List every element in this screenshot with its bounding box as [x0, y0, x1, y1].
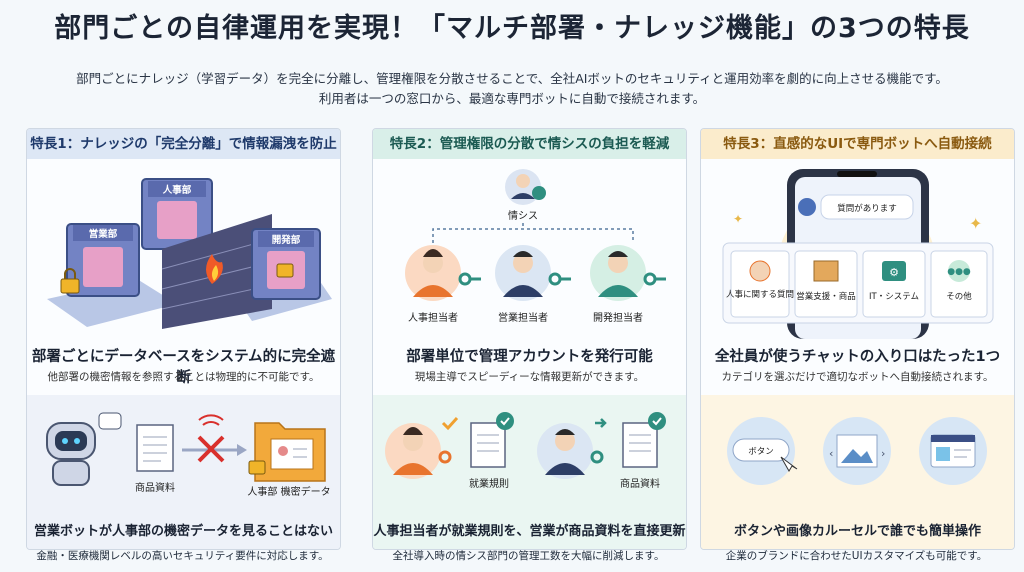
- feature-panel-3: 特長3：直感的なUIで専門ボットへ自動接続 質問があります ✦ ✦ 人事に関する…: [700, 128, 1015, 550]
- db-cube-sales: 営業部: [66, 223, 140, 297]
- feature-panel-1: 特長1：ナレッジの「完全分離」で情報漏洩を防止 営業部 人事部: [26, 128, 341, 550]
- panel-2-description: 現場主導でスピーディーな情報更新ができます。: [414, 371, 645, 383]
- chat-entry-illustration: 質問があります ✦ ✦ 人事に関する質問 営業支援・商品 ⚙ IT・システム ●…: [722, 169, 994, 339]
- it-admin-label: 情シス: [508, 209, 538, 222]
- panel-2-header: 特長2：管理権限の分散で情シスの負担を軽減: [373, 129, 686, 159]
- panel-3-title: 全社員が使うチャットの入り口はたった1つ: [714, 349, 1001, 365]
- panel-3-description: カテゴリを選ぶだけで適切なボットへ自動接続されます。: [721, 371, 994, 383]
- document-icon: [622, 412, 666, 468]
- image-carousel-icon: ‹ ›: [823, 417, 891, 485]
- org-connector-lines: [432, 223, 634, 243]
- panel-3-footer: 企業のブランドに合わせたUIカスタマイズも可能です。: [725, 550, 988, 562]
- category-label-sales: 営業支援・商品: [796, 291, 856, 302]
- category-label-hr: 人事に関する質問: [726, 289, 794, 300]
- hr-manager-avatar: [405, 245, 481, 301]
- doc1-label: 就業規則: [469, 477, 509, 490]
- panel-2-lower: 就業規則 商品資料 人事担当者が就業規則を、営業が商品資料を直接更新: [373, 395, 686, 549]
- category-card-sales[interactable]: 営業支援・商品: [794, 250, 858, 318]
- document-icon: [470, 412, 514, 468]
- gear-icon: ⚙: [889, 266, 899, 279]
- panel-1-title: 部署ごとにデータベースをシステム的に完全遮断: [31, 349, 336, 386]
- category-label-other: その他: [946, 291, 972, 302]
- panel-1-footer: 金融・医療機関レベルの高いセキュリティ要件に対応します。: [36, 550, 329, 562]
- platform-sales: [47, 279, 177, 327]
- admin-hierarchy-illustration: 情シス 人事担当者 営業担当者 開発担当者: [405, 169, 666, 324]
- panel-1-header: 特長1：ナレッジの「完全分離」で情報漏洩を防止: [27, 129, 340, 159]
- ui-elements-illustration: ボタン ‹ ›: [727, 417, 987, 485]
- dev-manager-label: 開発担当者: [593, 311, 643, 324]
- panel-1-lower-caption: 営業ボットが人事部の機密データを見ることはない: [33, 524, 333, 539]
- hr-manager-label: 人事担当者: [408, 311, 458, 324]
- sales-person-icon: [537, 418, 607, 479]
- chat-message: 質問があります: [837, 203, 897, 214]
- sparkle-icon: ✦: [733, 212, 743, 226]
- category-card-other[interactable]: ●●● その他: [930, 250, 988, 318]
- panel-3-lower-caption: ボタンや画像カルーセルで誰でも簡単操作: [733, 524, 981, 539]
- direct-update-illustration: 就業規則 商品資料: [385, 412, 666, 490]
- db-label-sales: 営業部: [89, 228, 118, 240]
- feature-panel-2: 特長2：管理権限の分散で情シスの負担を軽減 情シス 人事担当者 営業担当者: [372, 128, 687, 550]
- db-cube-dev: 開発部: [251, 228, 321, 300]
- category-label-it: IT・システム: [869, 292, 919, 302]
- it-admin-avatar: [505, 169, 546, 205]
- panel-2-footer: 全社導入時の情シス部門の管理工数を大幅に削減します。: [392, 550, 665, 562]
- db-label-dev: 開発部: [272, 234, 301, 246]
- category-card-it[interactable]: ⚙ IT・システム: [862, 250, 926, 318]
- subtitle-line-1: 部門ごとにナレッジ（学習データ）を完全に分離し、管理権限を分散させることで、全社…: [76, 71, 948, 86]
- panel-3-lower: ボタン ‹ › ボタンや画像カルーセルで誰でも簡単操作: [701, 395, 1014, 549]
- blocked-arrow-icon: [182, 414, 247, 463]
- db-label-hr: 人事部: [163, 184, 192, 196]
- button-sample-label: ボタン: [748, 447, 774, 457]
- more-icon: ●●●: [947, 267, 971, 277]
- blocked-access-illustration: 商品資料 人事部 機密データ: [46, 412, 331, 498]
- panel-3-header: 特長3：直感的なUIで専門ボットへ自動接続: [701, 129, 1014, 159]
- chevron-right-icon: ›: [881, 447, 885, 460]
- document-label: 商品資料: [135, 481, 175, 494]
- db-cube-hr: 人事部: [141, 178, 213, 250]
- chat-bubble: 質問があります: [798, 194, 914, 220]
- hr-person-icon: [385, 416, 459, 479]
- page-title: 部門ごとの自律運用を実現！「マルチ部署・ナレッジ機能」の3つの特長: [54, 13, 970, 44]
- panel-1-description: 他部署の機密情報を参照することは物理的に不可能です。: [47, 371, 320, 383]
- sales-manager-label: 営業担当者: [498, 311, 548, 324]
- key-icon: [643, 272, 666, 286]
- panel-2-title: 部署単位で管理アカウントを発行可能: [406, 349, 653, 365]
- dev-manager-avatar: [590, 245, 666, 301]
- robot-icon: [46, 412, 122, 486]
- key-icon: [548, 272, 571, 286]
- button-ui-icon: ボタン: [727, 417, 798, 485]
- panel-2-lower-caption: 人事担当者が就業規則を、営業が商品資料を直接更新: [373, 524, 686, 539]
- lock-icon: [60, 268, 80, 294]
- key-icon: [458, 272, 481, 286]
- folder-label: 人事部 機密データ: [247, 485, 330, 498]
- category-card-hr[interactable]: 人事に関する質問: [726, 250, 794, 318]
- customize-ui-icon: [919, 417, 987, 485]
- document-icon: [136, 424, 174, 472]
- sparkle-icon: ✦: [969, 214, 982, 233]
- sales-manager-avatar: [495, 245, 571, 301]
- chevron-left-icon: ‹: [829, 447, 833, 460]
- database-isolation-illustration: 営業部 人事部 開発部: [47, 178, 332, 329]
- panel-1-lower: 商品資料 人事部 機密データ 営業ボットが人事部の機密データを見ることはない: [27, 395, 340, 549]
- subtitle-line-2: 利用者は一つの窓口から、最適な専門ボットに自動で接続されます。: [318, 91, 706, 106]
- doc2-label: 商品資料: [620, 477, 660, 490]
- confidential-folder-icon: [248, 422, 326, 482]
